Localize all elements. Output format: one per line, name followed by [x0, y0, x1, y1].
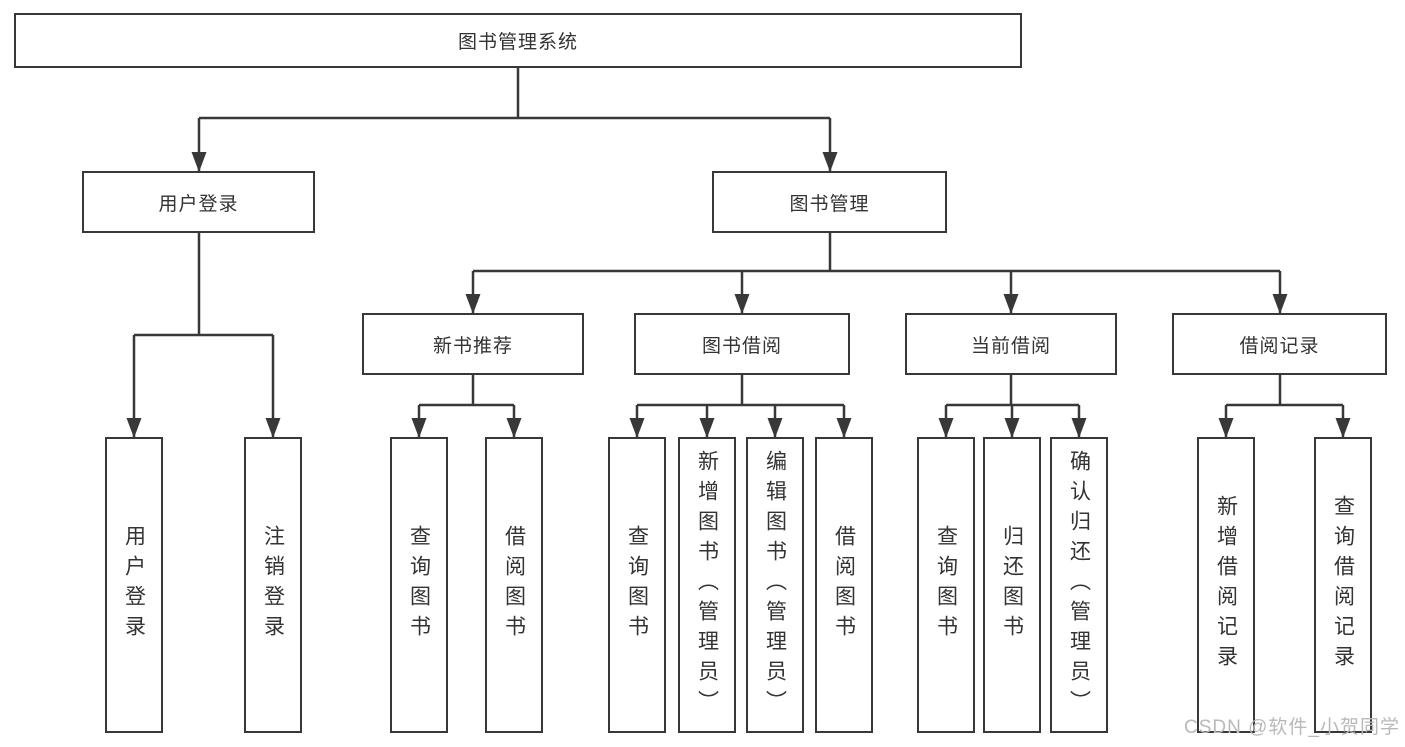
node-borrowing-records: 借阅记录	[1172, 313, 1387, 375]
node-new-book-recommend: 新书推荐	[362, 313, 584, 375]
connector-book-mgmt	[473, 233, 1280, 273]
node-book-borrowing: 图书借阅	[634, 313, 850, 375]
node-current-borrowing: 当前借阅	[905, 313, 1117, 375]
leaf-query-borrow-record: 查询借阅记录	[1314, 437, 1372, 733]
connector-new-book-rec	[419, 375, 514, 407]
node-user-login: 用户登录	[82, 171, 315, 233]
node-root-library-system: 图书管理系统	[14, 13, 1022, 68]
connector-current-borrow	[946, 375, 1079, 407]
leaf-borrow-books-recommend: 借阅图书	[485, 437, 543, 733]
node-book-management: 图书管理	[712, 171, 947, 233]
leaf-query-books-borrow: 查询图书	[608, 437, 666, 733]
leaf-confirm-return-admin: 确认归还（管理员）	[1050, 437, 1108, 733]
connector-root	[199, 68, 830, 120]
leaf-logout: 注销登录	[244, 437, 302, 733]
leaf-add-books-admin: 新增图书（管理员）	[678, 437, 736, 733]
leaf-user-login: 用户登录	[105, 437, 163, 733]
leaf-add-borrow-record: 新增借阅记录	[1197, 437, 1255, 733]
leaf-query-books-current: 查询图书	[917, 437, 975, 733]
leaf-borrow-books: 借阅图书	[815, 437, 873, 733]
leaf-query-books-recommend: 查询图书	[390, 437, 448, 733]
connector-book-borrow	[637, 375, 844, 407]
connector-borrow-records	[1226, 375, 1343, 407]
leaf-edit-books-admin: 编辑图书（管理员）	[746, 437, 804, 733]
csdn-watermark: CSDN @软件_小贺同学	[1184, 717, 1400, 738]
connector-user-login	[134, 233, 273, 337]
leaf-return-books: 归还图书	[983, 437, 1041, 733]
